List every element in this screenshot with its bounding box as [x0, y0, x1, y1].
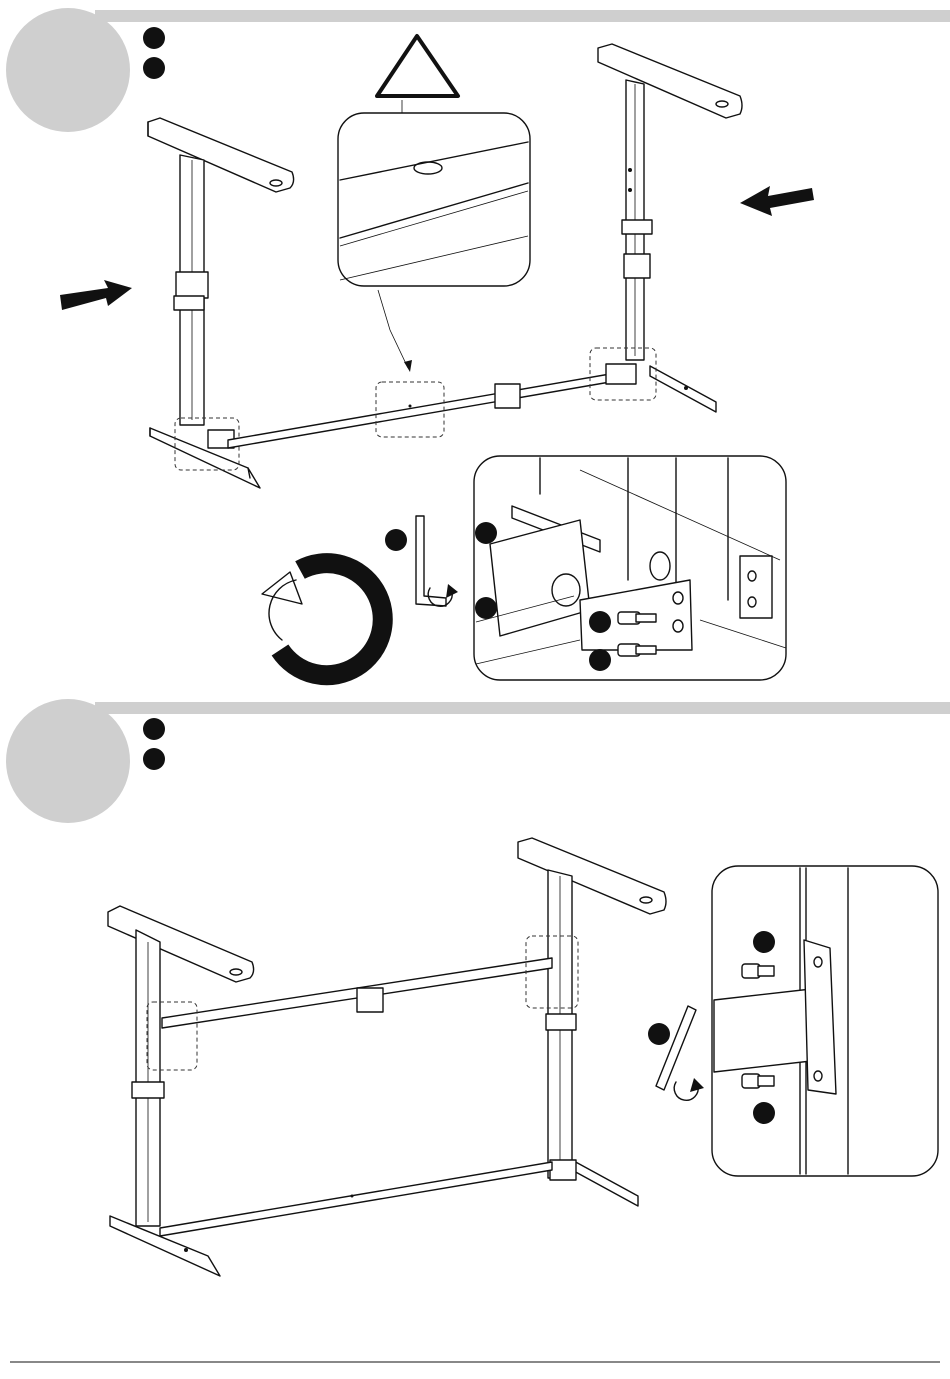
step-1-header-bar — [95, 10, 950, 22]
allen-key-icon — [385, 516, 458, 606]
rotate-clockwise-icon — [262, 563, 383, 675]
crossbar-step-1 — [228, 374, 610, 448]
part-marker — [753, 1102, 775, 1124]
step-2-part-marker-b — [143, 748, 165, 770]
push-arrow-right-icon — [60, 280, 132, 310]
bolt-icon — [742, 1074, 774, 1088]
part-marker — [475, 522, 497, 544]
push-arrow-left-icon — [740, 186, 814, 216]
step-2-header — [6, 699, 950, 823]
allen-key-icon — [648, 1006, 704, 1100]
step-1-part-marker-a — [143, 27, 165, 49]
step-2-header-bar — [95, 702, 950, 714]
right-leg-assembly — [590, 44, 742, 412]
assembled-frame — [108, 838, 666, 1276]
part-marker — [589, 611, 611, 633]
step-1-number-badge — [6, 8, 130, 132]
step-2-part-marker-a — [143, 718, 165, 740]
hole-detail-inset — [338, 113, 530, 372]
part-marker — [589, 649, 611, 671]
bracket-detail-inset — [474, 456, 786, 680]
step-1-part-marker-b — [143, 57, 165, 79]
bolt-icon — [618, 644, 656, 656]
bolt-icon — [618, 612, 656, 624]
bolt-icon — [742, 964, 774, 978]
part-marker — [475, 597, 497, 619]
part-marker — [753, 931, 775, 953]
step-2-number-badge — [6, 699, 130, 823]
crossbar-bolt-detail-inset — [712, 866, 938, 1176]
